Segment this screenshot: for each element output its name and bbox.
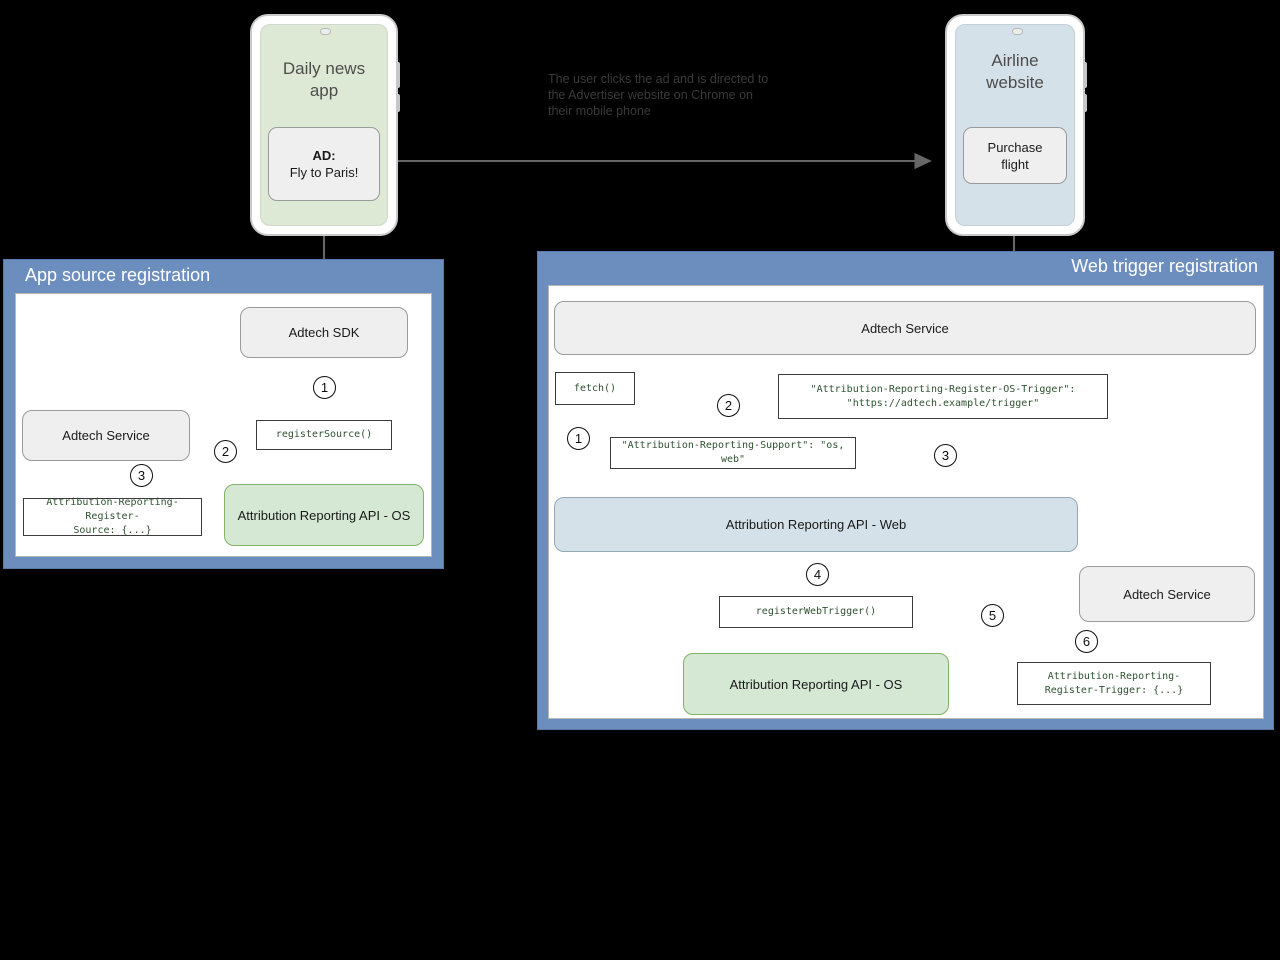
- phone-left-volume-button[interactable]: [396, 62, 400, 88]
- phone-left-title: Daily news app: [282, 59, 366, 100]
- purchase-card-line2: flight: [1001, 156, 1029, 172]
- step-marker-2-left: 2: [214, 440, 237, 463]
- phone-right-screen: [955, 24, 1075, 226]
- codebox-register-trigger-header: Attribution-Reporting- Register-Trigger:…: [1017, 662, 1211, 705]
- codebox-register-source: registerSource(): [256, 420, 392, 450]
- step-marker-1-left: 1: [313, 376, 336, 399]
- phone-left-frame: [250, 14, 398, 236]
- web-trigger-registration-title: Web trigger registration: [1071, 256, 1258, 276]
- ad-card-label: AD:: [312, 148, 336, 163]
- ad-card-text: Fly to Paris!: [289, 165, 359, 180]
- phone-right-volume-button[interactable]: [1083, 62, 1087, 88]
- purchase-card-line1: Purchase: [987, 139, 1043, 155]
- step-marker-5-right: 5: [981, 604, 1004, 627]
- codebox-register-web-trigger: registerWebTrigger(): [719, 596, 913, 628]
- node-adtech-service-web-top[interactable]: Adtech Service: [554, 301, 1256, 355]
- node-adtech-sdk[interactable]: Adtech SDK: [240, 307, 408, 358]
- phone-right-frame: [945, 14, 1085, 236]
- phone-left-power-button[interactable]: [396, 94, 400, 112]
- phone-right-title: Airline website: [986, 51, 1044, 92]
- flow-caption: The user clicks the ad and is directed t…: [548, 72, 769, 118]
- node-attribution-api-os-left[interactable]: Attribution Reporting API - OS: [224, 484, 424, 546]
- step-marker-3-left: 3: [130, 464, 153, 487]
- ad-card[interactable]: AD: Fly to Paris!: [268, 127, 380, 201]
- purchase-flight-card[interactable]: Purchase flight: [963, 127, 1067, 184]
- node-adtech-service-web-bottom[interactable]: Adtech Service: [1079, 566, 1255, 622]
- node-attribution-api-os-right[interactable]: Attribution Reporting API - OS: [683, 653, 949, 715]
- codebox-fetch: fetch(): [555, 372, 635, 405]
- codebox-attribution-reporting-support: "Attribution-Reporting-Support": "os, we…: [610, 437, 856, 469]
- phone-left-camera-icon: [320, 28, 331, 35]
- app-source-registration-title: App source registration: [25, 265, 211, 285]
- step-marker-2-right: 2: [717, 394, 740, 417]
- phone-right-power-button[interactable]: [1083, 94, 1087, 112]
- node-adtech-service-left[interactable]: Adtech Service: [22, 410, 190, 461]
- step-marker-4-right: 4: [806, 563, 829, 586]
- phone-right-camera-icon: [1012, 28, 1023, 35]
- codebox-register-source-header: Attribution-Reporting-Register- Source: …: [23, 497, 202, 536]
- step-marker-1-right: 1: [567, 427, 590, 450]
- node-attribution-api-web[interactable]: Attribution Reporting API - Web: [554, 497, 1078, 552]
- step-marker-6-right: 6: [1075, 630, 1098, 653]
- step-marker-3-right: 3: [934, 444, 957, 467]
- codebox-register-os-trigger: "Attribution-Reporting-Register-OS-Trigg…: [778, 374, 1108, 419]
